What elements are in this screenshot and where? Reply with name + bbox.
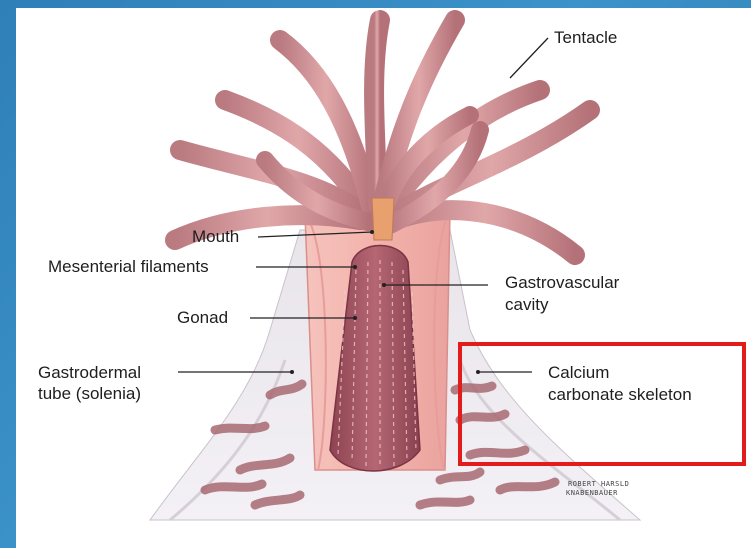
label-mesenterial-filaments: Mesenterial filaments [48,256,209,277]
label-tentacle: Tentacle [554,27,617,48]
label-gastrodermal-line1: Gastrodermal [38,362,141,383]
label-gastrovascular-line2: cavity [505,294,548,315]
label-gastrovascular-line1: Gastrovascular [505,272,619,293]
artist-signature-line1: ROBERT HARSLD [568,480,629,488]
label-mouth: Mouth [192,226,239,247]
label-gastrodermal-line2: tube (solenia) [38,383,141,404]
artist-signature-line2: KNABENBAUER [566,489,618,497]
highlight-box-calcium-carbonate [458,342,746,466]
label-gonad: Gonad [177,307,228,328]
mouth [372,198,394,240]
